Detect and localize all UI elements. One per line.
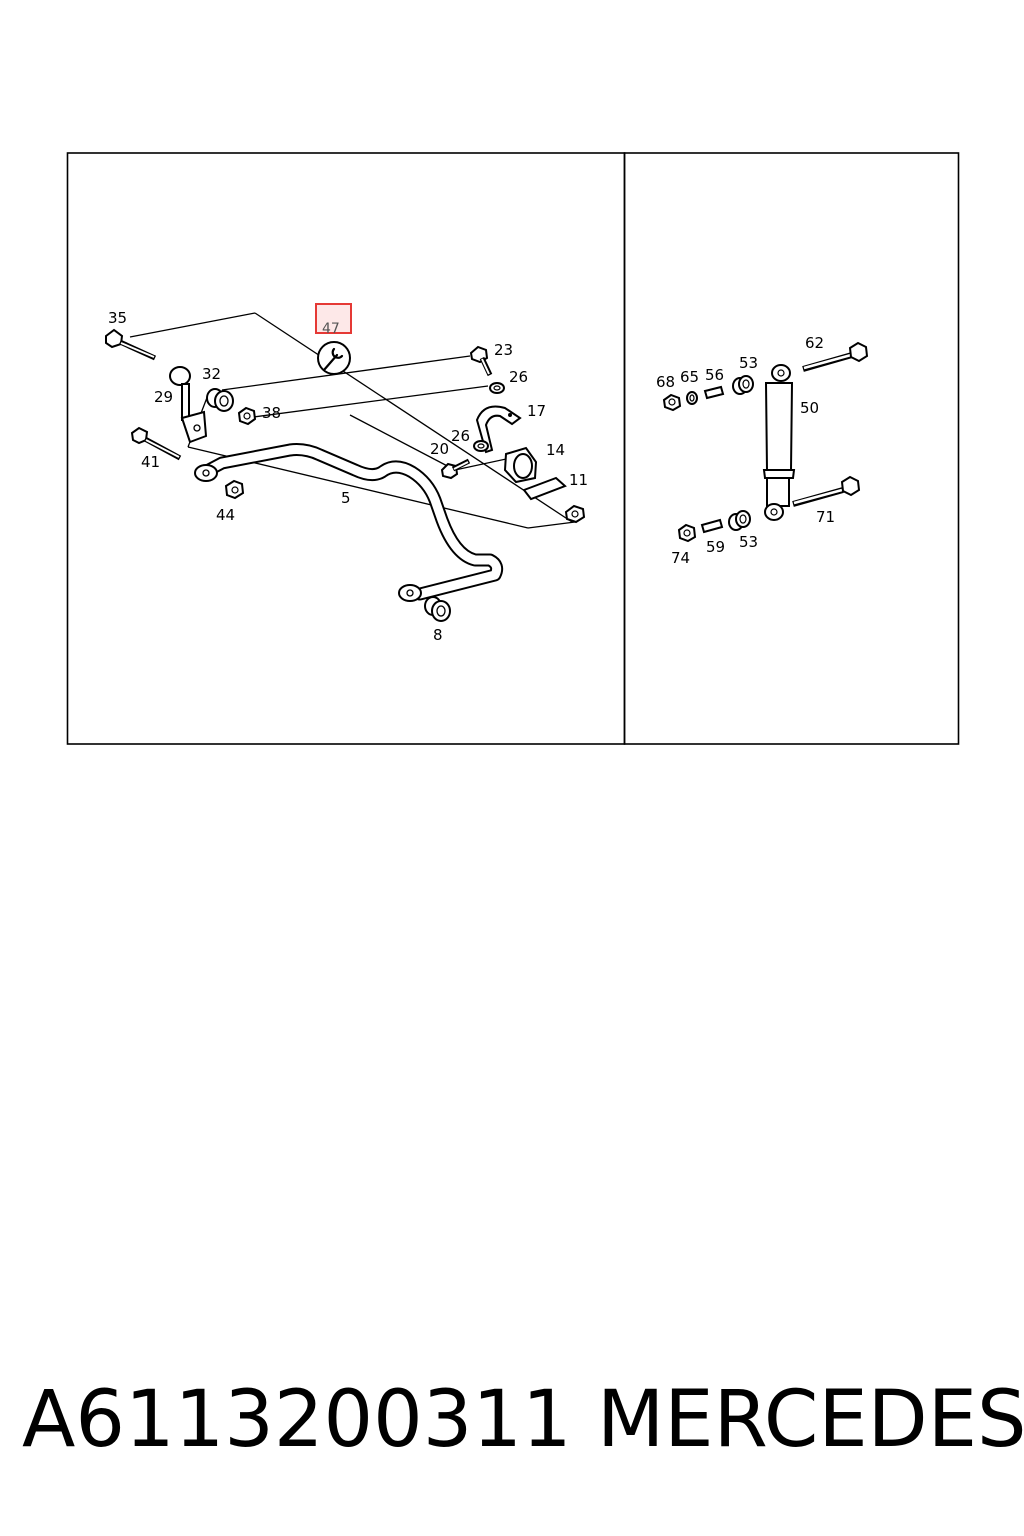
nut-68[interactable] [662,393,682,412]
label-56: 56 [705,366,724,384]
nut-44[interactable] [224,479,245,500]
nut-corner[interactable] [564,504,586,524]
label-53-upper: 53 [739,354,758,372]
bolt-71[interactable] [792,475,861,507]
label-62: 62 [805,334,824,352]
label-65: 65 [680,368,699,386]
label-47: 47 [322,321,340,337]
label-26-lower: 26 [451,427,470,445]
washer-65[interactable] [686,391,698,405]
label-20: 20 [430,440,449,458]
label-74: 74 [671,549,690,567]
label-38: 38 [262,404,281,422]
highlight-box-47 [315,303,352,334]
label-32: 32 [202,365,221,383]
bolt-62[interactable] [802,341,869,372]
label-71: 71 [816,508,835,526]
label-23: 23 [494,341,513,359]
label-11: 11 [569,471,588,489]
bolt-23[interactable] [469,345,493,377]
sleeve-59[interactable] [700,518,724,534]
brand-name: MERCEDES [597,1375,1024,1465]
link-rod-29[interactable] [169,366,208,444]
label-5: 5 [341,489,351,507]
label-17: 17 [527,402,546,420]
stabilizer-bar-5[interactable] [194,443,504,602]
bushing-53-upper[interactable] [732,375,754,395]
right-panel-frame [623,152,960,745]
label-44: 44 [216,506,235,524]
washer-26-upper[interactable] [489,382,505,394]
nut-38[interactable] [237,406,257,426]
shock-absorber-50[interactable] [762,364,796,521]
wrench-icon[interactable] [317,341,351,375]
label-50: 50 [800,399,819,417]
bolt-41[interactable] [130,426,182,461]
washer-26-lower[interactable] [473,440,489,452]
label-35: 35 [108,309,127,327]
part-number: A6113200311 [22,1375,572,1465]
label-53-lower: 53 [739,533,758,551]
sleeve-56[interactable] [703,385,725,400]
bushing-8[interactable] [424,596,451,622]
plate-11[interactable] [522,476,567,501]
footer-caption: A6113200311 MERCEDES [0,1375,1024,1465]
bushing-53-lower[interactable] [728,510,751,531]
left-panel-frame [66,152,626,745]
label-41: 41 [141,453,160,471]
label-14: 14 [546,441,565,459]
label-68: 68 [656,373,675,391]
nut-74[interactable] [677,523,697,543]
label-26-upper: 26 [509,368,528,386]
bolt-35[interactable] [105,328,157,361]
label-29: 29 [154,388,173,406]
bushing-32[interactable] [206,388,234,412]
label-59: 59 [706,538,725,556]
clamp-17[interactable] [475,405,522,454]
rubber-mount-14[interactable] [503,446,538,484]
label-8: 8 [433,626,443,644]
bolt-20[interactable] [440,458,471,480]
